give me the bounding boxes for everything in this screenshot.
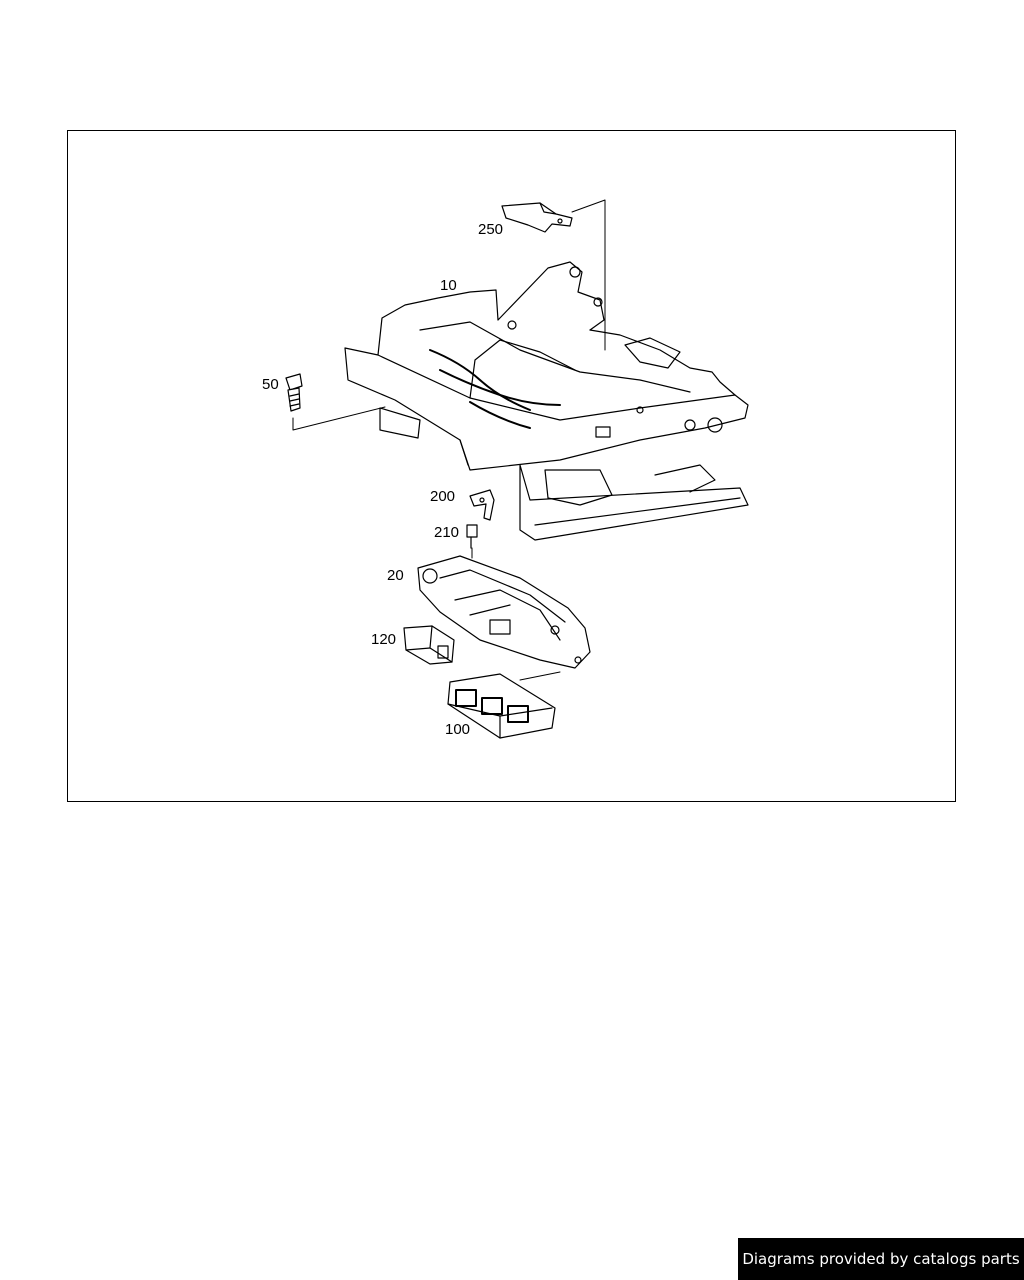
callout-250: 250: [478, 221, 503, 238]
leader-250: [571, 199, 606, 351]
callout-10: 10: [440, 277, 457, 294]
callout-100: 100: [445, 721, 470, 738]
part-100-control-unit[interactable]: [447, 673, 556, 739]
part-10-seat-frame[interactable]: [344, 261, 749, 541]
part-200-plate[interactable]: [469, 489, 495, 521]
part-50-bolt[interactable]: [285, 373, 303, 412]
leader-50: [292, 406, 386, 431]
credit-badge: Diagrams provided by catalogs parts: [738, 1238, 1024, 1280]
part-210-pin[interactable]: [466, 524, 478, 559]
part-20-module[interactable]: [417, 555, 591, 669]
part-120-connector[interactable]: [403, 625, 455, 665]
leader-100: [519, 671, 561, 681]
callout-210: 210: [434, 524, 459, 541]
callout-120: 120: [371, 631, 396, 648]
callout-20: 20: [387, 567, 404, 584]
callout-50: 50: [262, 376, 279, 393]
part-250-bracket[interactable]: [501, 202, 573, 233]
callout-200: 200: [430, 488, 455, 505]
